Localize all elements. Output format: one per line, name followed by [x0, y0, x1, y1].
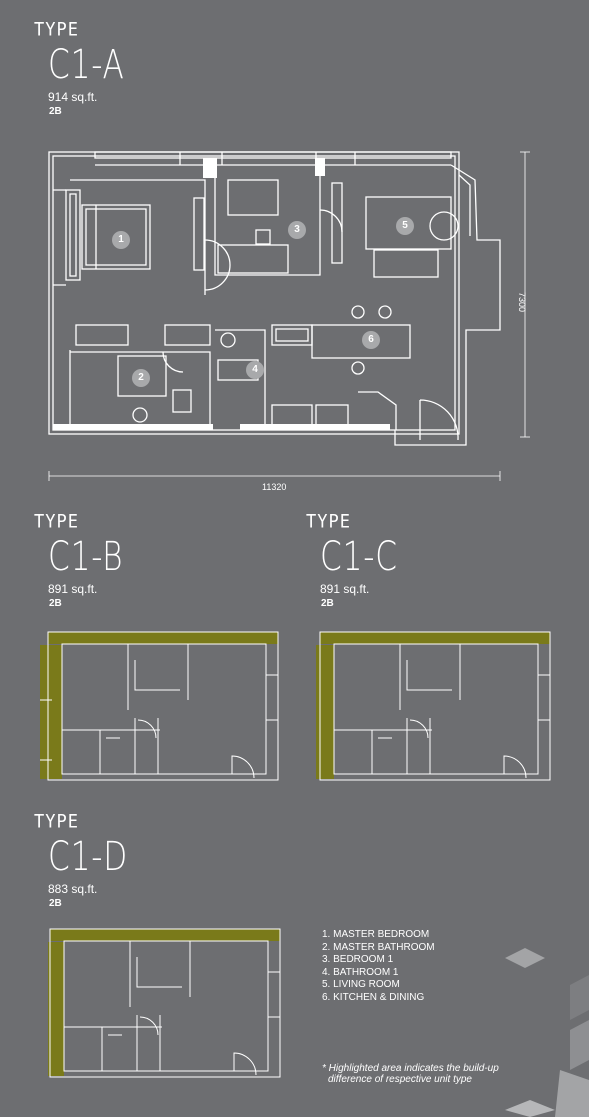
room-marker-3: 3 [288, 221, 306, 239]
highlight-note: * Highlighted area indicates the build-u… [322, 1063, 499, 1085]
room-marker-6: 6 [362, 331, 380, 349]
legend-item: 2. MASTER BATHROOM [322, 941, 435, 953]
type-label-c1d: TYPE [34, 811, 79, 833]
unit-code-c1a: C1-A [48, 42, 125, 88]
unit-area-c1b: 891 sq.ft. [48, 582, 98, 596]
room-legend: 1. MASTER BEDROOM 2. MASTER BATHROOM 3. … [322, 929, 435, 1004]
unit-bedrooms-c1a: 2B [49, 106, 62, 117]
legend-item: 4. BATHROOM 1 [322, 966, 399, 978]
type-label-c1b: TYPE [34, 511, 79, 533]
room-marker-1: 1 [112, 231, 130, 249]
note-line-1: * Highlighted area indicates the build-u… [322, 1063, 499, 1074]
legend-item: 6. KITCHEN & DINING [322, 991, 425, 1003]
room-marker-5: 5 [396, 217, 414, 235]
unit-code-c1b: C1-B [48, 534, 124, 580]
unit-area-c1d: 883 sq.ft. [48, 882, 98, 896]
type-label-c1c: TYPE [306, 511, 351, 533]
unit-area-c1a: 914 sq.ft. [48, 90, 98, 104]
unit-bedrooms-c1d: 2B [49, 898, 62, 909]
unit-code-c1d: C1-D [48, 834, 129, 880]
legend-item: 3. BEDROOM 1 [322, 954, 394, 965]
unit-bedrooms-c1c: 2B [321, 598, 334, 609]
legend-item: 5. LIVING ROOM [322, 979, 400, 990]
note-line-2: difference of respective unit type [328, 1074, 472, 1085]
room-marker-2: 2 [132, 369, 150, 387]
room-marker-4: 4 [246, 361, 264, 379]
legend-item: 1. MASTER BEDROOM [322, 929, 430, 940]
unit-code-c1c: C1-C [320, 534, 398, 580]
unit-bedrooms-c1b: 2B [49, 598, 62, 609]
type-label-c1a: TYPE [34, 19, 79, 41]
unit-area-c1c: 891 sq.ft. [320, 582, 370, 596]
width-dimension: 11320 [262, 482, 287, 492]
